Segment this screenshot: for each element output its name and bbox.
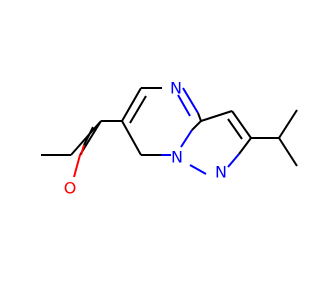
bonds	[41, 87, 298, 167]
nitrogen-label-ring-top: N	[170, 79, 182, 98]
bond-c3-c2-inner	[227, 118, 243, 140]
bond-acyl-carbonyl-inner	[83, 126, 94, 146]
bond-isopropyl-me2	[278, 137, 298, 167]
atom-labels: N N N O	[64, 79, 227, 198]
bond-acyl-carbonyl-red	[73, 154, 81, 178]
nitrogen-label-bridge: N	[171, 148, 183, 167]
bond-acyl-carbonyl-inner-red	[80, 144, 85, 156]
heteroatom-bonds	[73, 87, 240, 178]
bond-c2-n-pyrazole	[238, 137, 252, 155]
bond-n-ring-top-c3a-black	[197, 112, 202, 122]
oxygen-label-carbonyl: O	[64, 179, 77, 198]
bond-c3-c2	[231, 110, 252, 139]
bond-c5-c6-inner	[129, 95, 147, 124]
bond-c3a-c3	[200, 110, 233, 122]
molecule-canvas: N N N O	[41, 79, 298, 198]
bond-c6-c7	[121, 120, 142, 156]
bond-n-ring-top-c3a-inner-blue	[177, 94, 191, 117]
bond-isopropyl-me1	[278, 109, 298, 139]
bond-n-bridge-n-pyrazole	[189, 164, 207, 175]
bond-n-bridge-c3a-blue	[180, 129, 193, 148]
bond-c5-c6	[121, 87, 142, 122]
nitrogen-label-pyrazole: N	[215, 163, 227, 182]
bond-n-bridge-c3a-black	[191, 120, 202, 131]
bond-acyl-methyl	[70, 120, 102, 156]
molecule-structure: N N N O	[41, 79, 298, 198]
bond-c2-n-pyrazole-blue	[227, 153, 240, 168]
bond-n-ring-top-c3a-part	[182, 87, 199, 114]
